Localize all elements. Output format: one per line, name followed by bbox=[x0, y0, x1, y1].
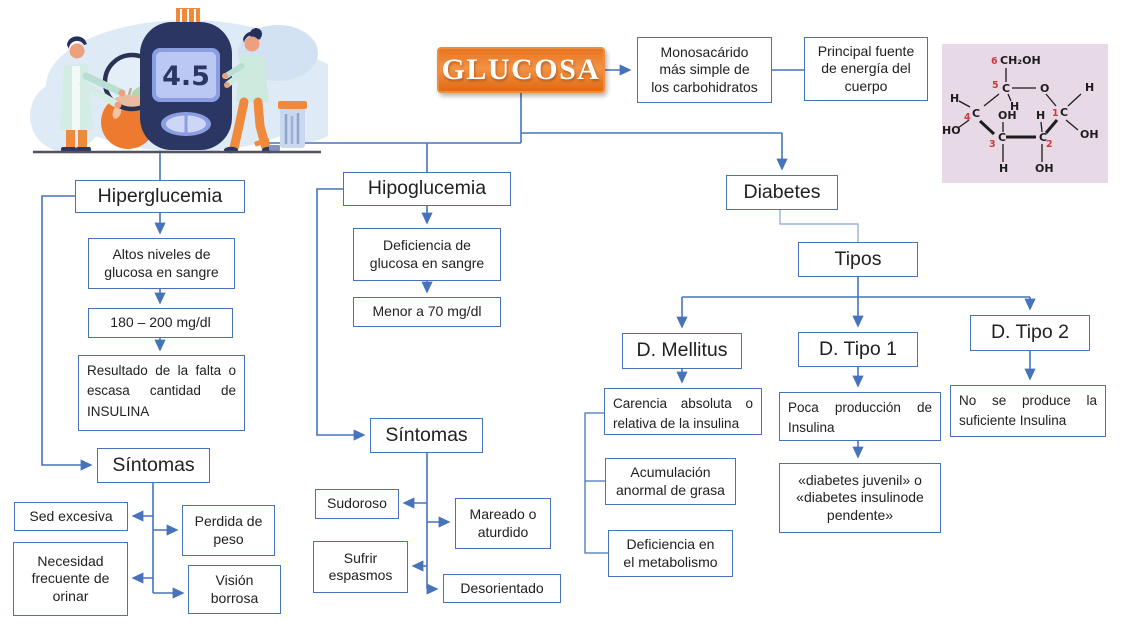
node-monosacarido: Monosacárido más simple de los carbohidr… bbox=[637, 37, 772, 103]
node-resultado-insulina: Resultado de la falta o escasa cantidad … bbox=[78, 355, 245, 431]
node-diabetes: Diabetes bbox=[726, 175, 838, 210]
node-sed-excesiva: Sed excesiva bbox=[14, 502, 128, 531]
node-d-mellitus: D. Mellitus bbox=[622, 333, 742, 369]
poca-line-2: Insulina bbox=[788, 420, 835, 436]
node-rango-hiperglucemia: 180 – 200 mg/dl bbox=[88, 308, 233, 338]
node-sintomas-hiperglucemia: Síntomas bbox=[97, 448, 210, 483]
poca-line-1: Poca producción de bbox=[788, 400, 932, 415]
node-acumulacion-grasa: Acumulación anormal de grasa bbox=[605, 458, 736, 505]
glucometer-device: 4.5 bbox=[140, 8, 232, 150]
chem-bond bbox=[978, 119, 996, 136]
chem-atom-label: C bbox=[1060, 106, 1068, 119]
chem-atom-label: C bbox=[972, 107, 980, 120]
node-tipos: Tipos bbox=[798, 242, 918, 277]
chem-atom-label: 6 bbox=[991, 56, 998, 67]
node-principal-fuente: Principal fuente de energía del cuerpo bbox=[804, 37, 928, 101]
resultado-line-3: INSULINA bbox=[87, 403, 150, 419]
no-se-produce-line-2: suficiente Insulina bbox=[959, 413, 1067, 429]
chem-atom-label: 2 bbox=[1046, 139, 1053, 150]
chem-atom-label: H bbox=[999, 162, 1008, 175]
node-deficiencia-glucosa: Deficiencia de glucosa en sangre bbox=[353, 228, 501, 281]
chem-bond bbox=[1045, 93, 1057, 107]
node-glucosa: GLUCOSA bbox=[437, 47, 605, 93]
chem-bond bbox=[1067, 93, 1082, 107]
node-sudoroso: Sudoroso bbox=[315, 489, 399, 519]
node-espasmos: Sufrir espasmos bbox=[313, 541, 408, 593]
meter-reading: 4.5 bbox=[162, 61, 210, 92]
doctor-woman bbox=[222, 28, 276, 154]
glucometer-illustration: 4.5 bbox=[30, 8, 328, 154]
chem-atom-label: CH₂OH bbox=[1000, 54, 1041, 67]
chem-bond bbox=[1007, 93, 1012, 102]
chem-atom-label: 1 bbox=[1052, 108, 1059, 119]
node-no-se-produce: No se produce la suficiente Insulina bbox=[950, 385, 1106, 437]
no-se-produce-line-1: No se produce la bbox=[959, 393, 1097, 408]
chem-bond bbox=[1040, 121, 1043, 133]
node-sintomas-hipoglucemia: Síntomas bbox=[370, 418, 483, 453]
carencia-line-2: relativa de la insulina bbox=[613, 416, 740, 432]
node-carencia-insulina: Carencia absoluta o relativa de la insul… bbox=[604, 388, 762, 435]
node-deficiencia-metabolismo: Deficiencia en el metabolismo bbox=[608, 530, 733, 577]
chem-atom-label: C bbox=[1039, 131, 1047, 144]
node-vision-borrosa: Visión borrosa bbox=[188, 565, 281, 614]
node-mareado: Mareado o aturdido bbox=[455, 498, 551, 549]
node-hipoglucemia: Hipoglucemia bbox=[343, 172, 511, 206]
chem-atom-label: OH bbox=[1080, 128, 1099, 141]
chem-atom-label: H bbox=[1036, 109, 1045, 122]
chem-bond bbox=[1044, 119, 1059, 134]
chem-atom-label: H bbox=[950, 92, 959, 105]
node-d-tipo-1: D. Tipo 1 bbox=[798, 332, 918, 367]
chem-atom-label: O bbox=[1040, 82, 1049, 95]
chem-atom-label: C bbox=[998, 131, 1006, 144]
chem-atom-label: 5 bbox=[992, 80, 999, 91]
node-d-tipo-2: D. Tipo 2 bbox=[970, 315, 1090, 351]
node-diabetes-juvenil: «diabetes juvenil» o «diabetes insulinod… bbox=[779, 463, 941, 533]
chem-bond bbox=[1065, 119, 1079, 131]
node-rango-hipoglucemia: Menor a 70 mg/dl bbox=[353, 297, 501, 327]
chem-bond bbox=[958, 100, 971, 108]
node-necesidad-orinar: Necesidad frecuente de orinar bbox=[13, 542, 128, 616]
chem-atom-label: HO bbox=[942, 124, 961, 137]
node-hiperglucemia: Hiperglucemia bbox=[75, 180, 245, 213]
chem-bond bbox=[983, 93, 1000, 107]
chem-atom-label: OH bbox=[1035, 162, 1054, 175]
node-desorientado: Desorientado bbox=[443, 574, 561, 603]
chem-bond bbox=[957, 119, 970, 129]
chem-atom-label: OH bbox=[998, 109, 1017, 122]
node-altos-niveles: Altos niveles de glucosa en sangre bbox=[88, 238, 235, 289]
chem-atom-label: H bbox=[1010, 100, 1019, 113]
chem-atom-label: 4 bbox=[964, 112, 971, 123]
node-perdida-peso: Perdida de peso bbox=[182, 505, 275, 556]
chem-atom-label: C bbox=[1002, 82, 1010, 95]
resultado-line-2: escasa cantidad de bbox=[87, 383, 236, 399]
resultado-line-1: Resultado de la falta o bbox=[87, 363, 236, 378]
carencia-line-1: Carencia absoluta o bbox=[613, 396, 753, 411]
chem-atom-label: H bbox=[1085, 81, 1094, 94]
node-poca-produccion: Poca producción de Insulina bbox=[779, 392, 941, 441]
doctor-man bbox=[60, 36, 126, 152]
test-strip-jar bbox=[254, 101, 307, 151]
chem-atom-label: 3 bbox=[989, 139, 996, 150]
